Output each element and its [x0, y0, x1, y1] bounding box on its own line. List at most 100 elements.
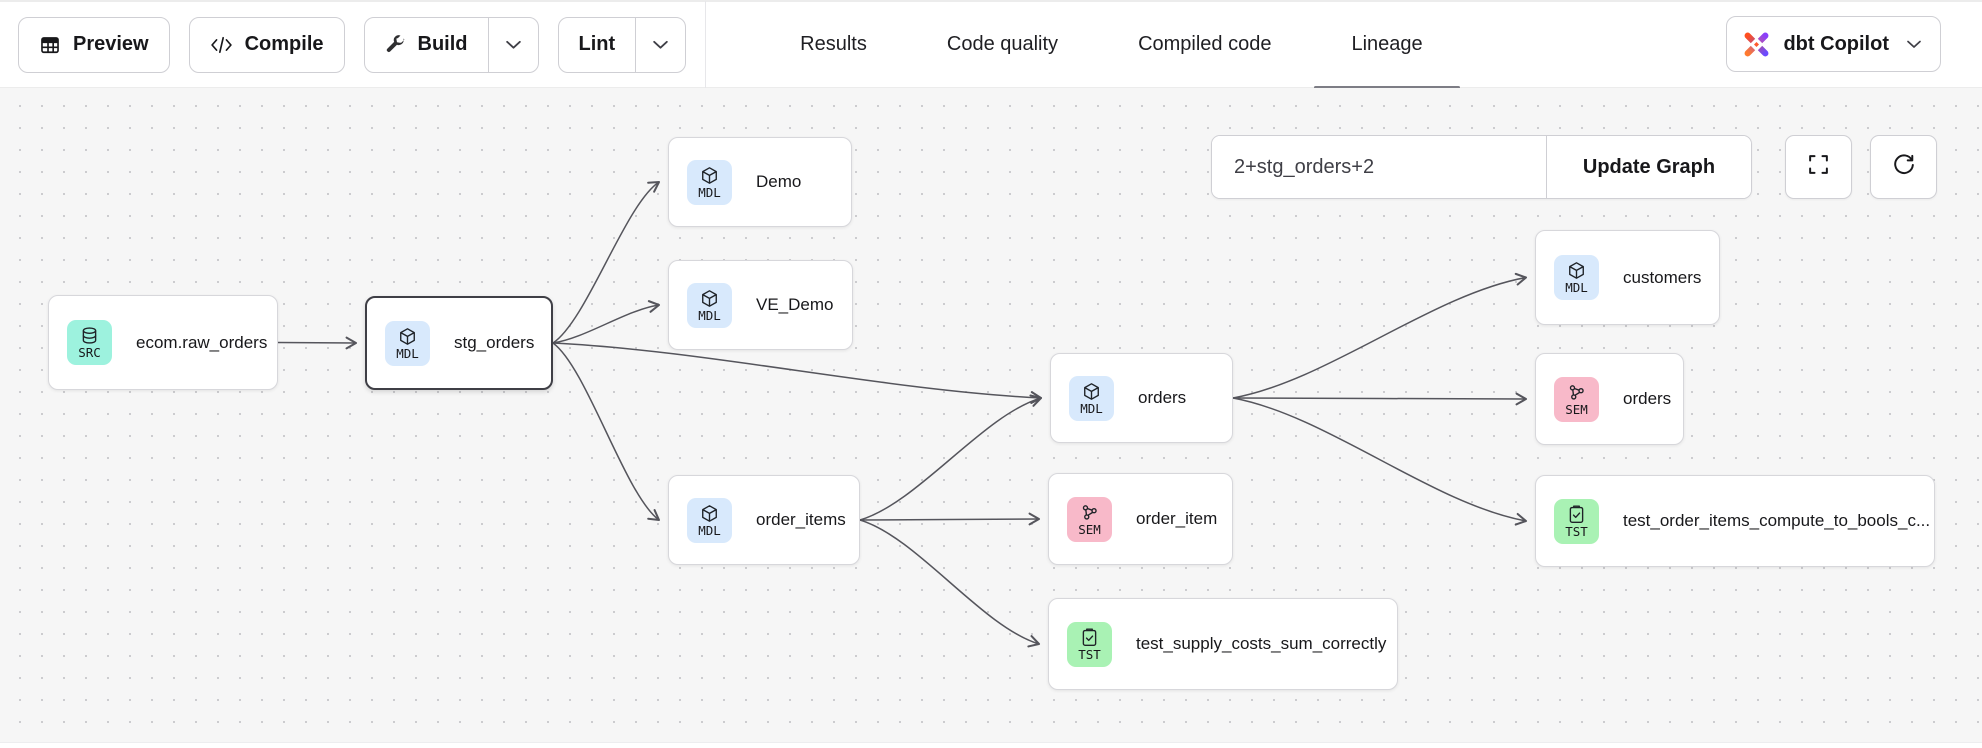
lineage-node-customers[interactable]: MDL customers: [1535, 230, 1720, 325]
src-badge: SRC: [67, 320, 112, 365]
lineage-selector-group: Update Graph: [1211, 135, 1752, 199]
lint-button-group: Lint: [557, 16, 687, 73]
badge-type-label: SEM: [1565, 401, 1588, 417]
mdl-badge: MDL: [1069, 375, 1114, 421]
dbt-copilot-label: dbt Copilot: [1783, 32, 1889, 55]
lineage-node-test_order_items[interactable]: TST test_order_items_compute_to_bools_c..…: [1535, 475, 1935, 567]
chevron-down-icon: [505, 39, 522, 50]
badge-type-label: MDL: [396, 345, 419, 361]
badge-type-label: SRC: [78, 345, 101, 360]
mdl-badge: MDL: [687, 282, 732, 328]
action-buttons: Preview Compile: [0, 2, 687, 87]
lineage-edge-orders_mdl-to-test_order_items: [1232, 397, 1528, 526]
mdl-badge: MDL: [1554, 255, 1599, 300]
tst-badge: TST: [1067, 621, 1112, 667]
sem-badge: SEM: [1554, 376, 1599, 422]
lineage-node-ve_demo[interactable]: MDL VE_Demo: [668, 260, 853, 350]
compile-button[interactable]: Compile: [188, 16, 345, 73]
update-graph-button[interactable]: Update Graph: [1546, 136, 1751, 198]
lineage-node-orders_sem[interactable]: SEM orders: [1535, 353, 1684, 445]
badge-type-label: MDL: [698, 184, 721, 200]
mdl-badge: MDL: [687, 159, 732, 205]
lineage-node-order_item_sem[interactable]: SEM order_item: [1048, 473, 1233, 565]
test-clipboard-icon: [1081, 627, 1098, 647]
badge-type-label: SEM: [1078, 521, 1101, 537]
compile-button-label: Compile: [244, 33, 324, 55]
copilot-spark-icon: [1743, 31, 1770, 58]
lint-button-label: Lint: [578, 33, 616, 55]
node-label: order_item: [1136, 509, 1218, 528]
lineage-edge-orders_mdl-to-customers: [1232, 272, 1528, 399]
lineage-edge-ecom_raw_orders-to-stg_orders: [277, 336, 358, 350]
badge-type-label: MDL: [698, 522, 721, 538]
header-divider: [705, 0, 707, 89]
model-cube-icon: [700, 504, 719, 523]
node-label: Demo: [756, 172, 802, 191]
lineage-node-order_items[interactable]: MDL order_items: [668, 475, 860, 565]
lineage-edge-stg_orders-to-ve_demo: [552, 300, 661, 344]
lint-button[interactable]: Lint: [559, 18, 636, 72]
database-icon: [80, 326, 99, 345]
lineage-edge-order_items-to-orders_mdl: [859, 394, 1043, 521]
mdl-badge: MDL: [687, 497, 732, 543]
sem-badge: SEM: [1067, 496, 1112, 542]
lineage-node-ecom_raw_orders[interactable]: SRC ecom.raw_orders: [48, 295, 278, 390]
node-label: stg_orders: [454, 333, 535, 352]
lineage-node-orders_mdl[interactable]: MDL orders: [1050, 353, 1233, 443]
node-label: customers: [1623, 267, 1702, 287]
node-label: test_order_items_compute_to_bools_c...: [1623, 511, 1931, 530]
lineage-edge-order_items-to-order_item_sem: [859, 512, 1041, 526]
lineage-node-stg_orders[interactable]: MDL stg_orders: [365, 296, 553, 390]
lineage-edge-orders_mdl-to-orders_sem: [1232, 392, 1528, 406]
semantic-model-icon: [1080, 503, 1099, 522]
build-button[interactable]: Build: [365, 18, 488, 72]
top-toolbar: Preview Compile: [0, 0, 1982, 89]
lineage-edges: [277, 180, 1528, 648]
bottom-strip: [0, 742, 1982, 748]
node-label: VE_Demo: [756, 295, 834, 314]
refresh-button[interactable]: [1870, 135, 1937, 199]
node-label: ecom.raw_orders: [136, 332, 268, 352]
preview-button[interactable]: Preview: [18, 16, 170, 73]
badge-type-label: TST: [1565, 523, 1588, 539]
model-cube-icon: [700, 289, 719, 308]
node-label: test_supply_costs_sum_correctly: [1136, 634, 1387, 653]
badge-type-label: TST: [1078, 646, 1101, 662]
build-button-label: Build: [417, 33, 468, 55]
tab-results[interactable]: Results: [800, 33, 867, 55]
badge-type-label: MDL: [1080, 400, 1103, 416]
result-tabs: Results Code quality Compiled code Linea…: [800, 1, 1460, 89]
chevron-down-icon: [652, 39, 669, 50]
model-cube-icon: [700, 166, 719, 185]
wrench-icon: [385, 34, 406, 55]
table-icon: [39, 34, 61, 56]
lineage-node-test_supply[interactable]: TST test_supply_costs_sum_correctly: [1048, 598, 1398, 690]
refresh-icon: [1892, 153, 1916, 182]
fullscreen-icon: [1807, 153, 1830, 181]
lineage-edge-stg_orders-to-order_items: [552, 342, 661, 522]
fullscreen-button[interactable]: [1785, 135, 1852, 199]
tab-lineage[interactable]: Lineage: [1314, 1, 1460, 89]
mdl-badge: MDL: [385, 320, 430, 366]
badge-type-label: MDL: [698, 307, 721, 323]
lineage-edge-stg_orders-to-orders_mdl: [552, 342, 1043, 404]
node-label: order_items: [756, 510, 846, 529]
build-button-group: Build: [363, 16, 539, 73]
lineage-node-demo[interactable]: MDL Demo: [668, 137, 852, 227]
test-clipboard-icon: [1568, 504, 1585, 524]
build-dropdown-button[interactable]: [487, 17, 538, 72]
lineage-edge-order_items-to-test_supply: [859, 519, 1041, 648]
tab-code-quality[interactable]: Code quality: [946, 33, 1059, 55]
chevron-down-icon: [1906, 39, 1922, 49]
node-label: orders: [1623, 389, 1672, 408]
model-cube-icon: [1567, 261, 1586, 280]
tab-compiled-code[interactable]: Compiled code: [1138, 33, 1272, 55]
semantic-model-icon: [1567, 383, 1586, 402]
preview-button-label: Preview: [73, 33, 149, 55]
lineage-edge-stg_orders-to-demo: [552, 180, 661, 344]
lint-dropdown-button[interactable]: [635, 17, 685, 72]
node-label: orders: [1138, 388, 1187, 407]
lineage-selector-input[interactable]: [1212, 136, 1546, 198]
dbt-copilot-button[interactable]: dbt Copilot: [1726, 16, 1941, 72]
